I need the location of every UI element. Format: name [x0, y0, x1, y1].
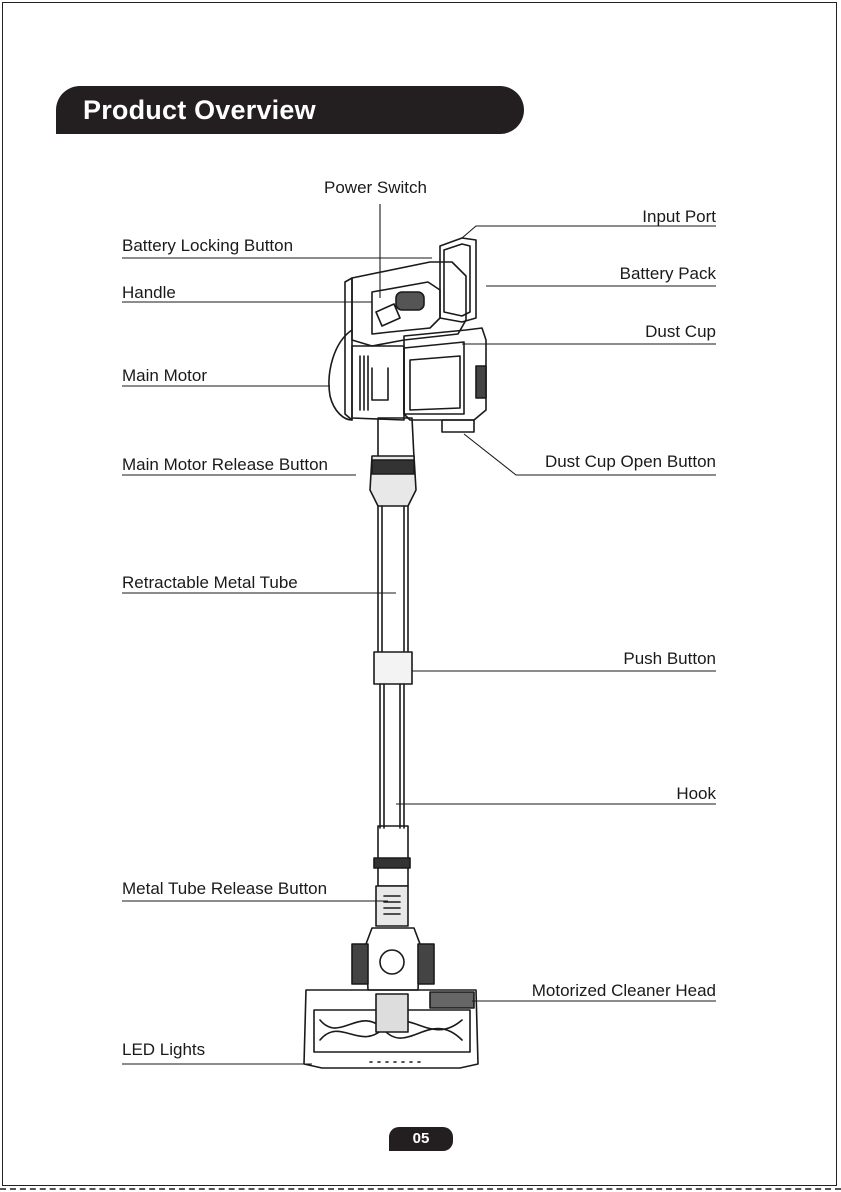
main-motor-illustration	[329, 330, 404, 420]
label-retractable-metal-tube: Retractable Metal Tube	[122, 573, 298, 593]
metal-tube-illustration	[374, 506, 412, 926]
label-battery-pack: Battery Pack	[620, 264, 716, 284]
label-main-motor: Main Motor	[122, 366, 207, 386]
label-led-lights: LED Lights	[122, 1040, 205, 1060]
label-battery-locking-button: Battery Locking Button	[122, 236, 293, 256]
label-dust-cup-open-button: Dust Cup Open Button	[545, 452, 716, 472]
label-hook: Hook	[676, 784, 716, 804]
handle-illustration	[345, 262, 466, 420]
battery-pack-illustration	[440, 238, 476, 322]
label-motorized-cleaner-head: Motorized Cleaner Head	[532, 981, 716, 1001]
page-number: 05	[389, 1130, 453, 1147]
label-input-port: Input Port	[642, 207, 716, 227]
page-number-badge: 05	[389, 1127, 453, 1151]
label-power-switch: Power Switch	[324, 178, 427, 198]
label-dust-cup: Dust Cup	[645, 322, 716, 342]
label-metal-tube-release-button: Metal Tube Release Button	[122, 879, 327, 899]
motor-release-illustration	[370, 418, 416, 506]
label-push-button: Push Button	[623, 649, 716, 669]
label-main-motor-release-button: Main Motor Release Button	[122, 455, 328, 475]
cleaner-head-illustration	[304, 928, 478, 1068]
leader-lines	[122, 204, 716, 1064]
label-handle: Handle	[122, 283, 176, 303]
